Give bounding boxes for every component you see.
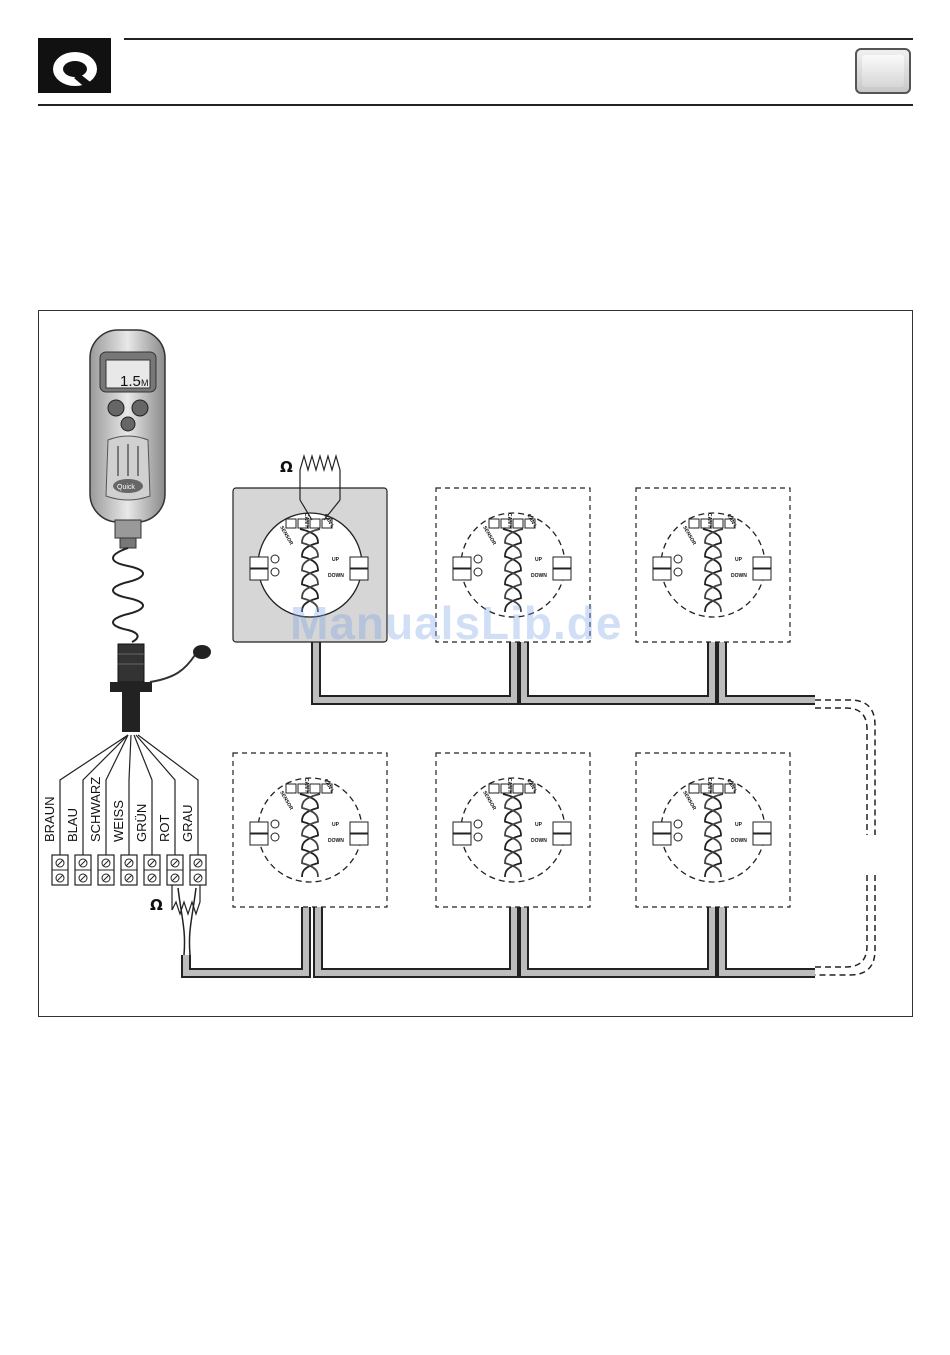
svg-text:Ω: Ω	[150, 896, 163, 914]
up-label: UP	[332, 822, 340, 828]
wire-label: SCHWARZ	[88, 777, 103, 842]
terminal-screw	[144, 855, 160, 885]
wire-label: BLAU	[65, 808, 80, 842]
svg-text:Ω: Ω	[280, 458, 293, 476]
wire-label: BRAUN	[42, 796, 57, 842]
up-label: UP	[735, 557, 743, 563]
can-h-label: CAN H	[706, 778, 712, 794]
wire-label: ROT	[157, 815, 172, 843]
up-label: UP	[332, 557, 340, 563]
down-label: DOWN	[731, 838, 747, 844]
power-button	[121, 417, 135, 431]
down-label: DOWN	[328, 573, 344, 579]
terminator-resistor-bottom: Ω	[150, 885, 200, 955]
can-h-label: CAN H	[303, 778, 309, 794]
remote-brand: Quick	[117, 484, 135, 491]
down-label: DOWN	[531, 838, 547, 844]
wire-label: GRAU	[180, 804, 195, 842]
can-h-label: CAN H	[706, 513, 712, 529]
down-label: DOWN	[328, 838, 344, 844]
watermark: ManualsLib.de	[290, 596, 622, 650]
down-button	[132, 400, 148, 416]
up-button	[108, 400, 124, 416]
terminal-screw	[190, 855, 206, 885]
wire-fanout	[60, 735, 198, 855]
terminal-screw	[121, 855, 137, 885]
wire-label: WEISS	[111, 800, 126, 842]
terminal-screw	[52, 855, 68, 885]
terminal-screw	[98, 855, 114, 885]
can-h-label: CAN H	[303, 513, 309, 529]
down-label: DOWN	[731, 573, 747, 579]
remote-display-value: 1.5	[120, 373, 141, 390]
terminal-screw	[75, 855, 91, 885]
down-label: DOWN	[531, 573, 547, 579]
up-label: UP	[535, 557, 543, 563]
can-h-label: CAN H	[506, 778, 512, 794]
coiled-cable	[113, 548, 143, 642]
wire-label: GRÜN	[134, 804, 149, 842]
can-h-label: CAN H	[506, 513, 512, 529]
terminal-screw	[167, 855, 183, 885]
remote-control: 1.5 M Quick	[90, 330, 165, 548]
terminal-block	[52, 855, 206, 885]
connector-plug	[110, 644, 211, 732]
wire-color-labels: BRAUN BLAU SCHWARZ WEISS GRÜN ROT GRAU	[42, 777, 195, 842]
up-label: UP	[535, 822, 543, 828]
up-label: UP	[735, 822, 743, 828]
remote-display-unit: M	[141, 378, 149, 388]
